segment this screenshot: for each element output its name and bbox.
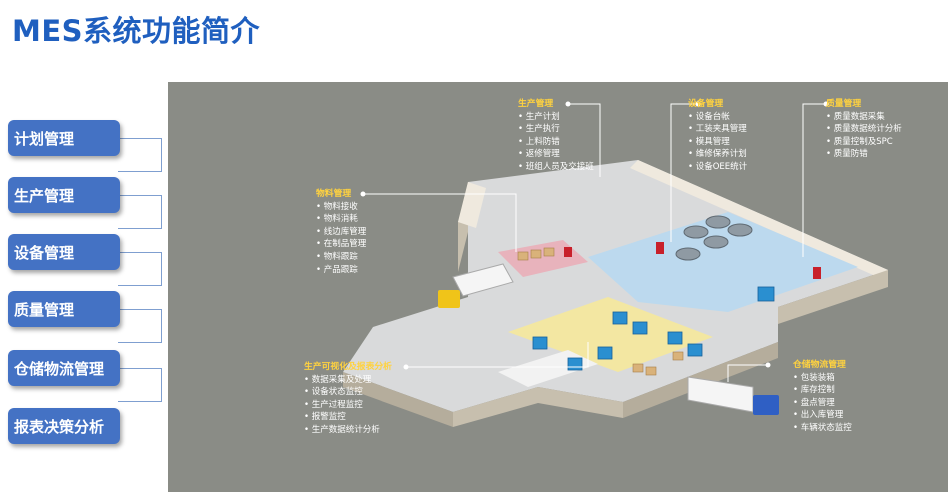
module-production: 生产管理 生产计划 生产执行 上料防错 返修管理 班组人员及交接班: [518, 98, 594, 174]
module-warehouse: 仓储物流管理 包装装箱 库存控制 盘点管理 出入库管理 车辆状态监控: [793, 359, 852, 435]
module-title: 生产可视化及报表分析: [304, 362, 392, 372]
module-item: 包装装箱: [793, 372, 852, 385]
module-item: 班组人员及交接班: [518, 161, 594, 174]
sidebar: 计划管理 生产管理 设备管理 质量管理 仓储物流管理 报表决策分析: [8, 120, 162, 460]
bracket-line: [118, 195, 162, 229]
module-title: 生产管理: [518, 99, 554, 109]
module-item: 维修保养计划: [688, 148, 747, 161]
truck-left: [438, 263, 514, 308]
sidebar-item-report[interactable]: 报表决策分析: [8, 408, 162, 444]
callout-lines: [363, 103, 826, 382]
module-item: 生产数据统计分析: [304, 424, 392, 437]
module-item: 生产计划: [518, 111, 594, 124]
storage-tanks: [675, 215, 753, 261]
sidebar-item-warehouse[interactable]: 仓储物流管理: [8, 350, 162, 402]
module-quality: 质量管理 质量数据采集 质量数据统计分析 质量控制及SPC 质量防错: [826, 98, 902, 161]
assembly-zone: [508, 297, 713, 372]
module-item: 物料接收: [316, 201, 366, 214]
truck-right: [687, 376, 779, 415]
module-item: 报警监控: [304, 411, 392, 424]
sidebar-item-production[interactable]: 生产管理: [8, 177, 162, 229]
bracket-line: [118, 368, 162, 402]
module-item: 质量数据统计分析: [826, 123, 902, 136]
module-item: 质量数据采集: [826, 111, 902, 124]
sidebar-item-equipment[interactable]: 设备管理: [8, 234, 162, 286]
sidebar-item-plan[interactable]: 计划管理: [8, 120, 162, 172]
module-item: 出入库管理: [793, 409, 852, 422]
sidebar-item-quality[interactable]: 质量管理: [8, 291, 162, 343]
module-item: 生产过程监控: [304, 399, 392, 412]
module-item: 车辆状态监控: [793, 422, 852, 435]
warehouse-button[interactable]: 仓储物流管理: [8, 350, 120, 386]
module-item: 返修管理: [518, 148, 594, 161]
bracket-line: [118, 252, 162, 286]
module-item: 盘点管理: [793, 397, 852, 410]
factory-illustration: [343, 101, 888, 427]
module-item: 工装夹具管理: [688, 123, 747, 136]
bracket-line: [118, 309, 162, 343]
module-visual: 生产可视化及报表分析 数据采集及处理 设备状态监控 生产过程监控 报警监控 生产…: [304, 361, 392, 437]
module-item: 物料消耗: [316, 213, 366, 226]
module-item: 质量控制及SPC: [826, 136, 902, 149]
bracket-line: [118, 138, 162, 172]
report-button[interactable]: 报表决策分析: [8, 408, 120, 444]
equipment-button[interactable]: 设备管理: [8, 234, 120, 270]
callout-dots: [360, 101, 829, 370]
pallets: [517, 247, 684, 376]
module-material: 物料管理 物料接收 物料消耗 线边库管理 在制品管理 物料跟踪 产品跟踪: [316, 188, 366, 276]
robots: [564, 242, 821, 279]
module-item: 在制品管理: [316, 238, 367, 251]
module-item: 生产执行: [518, 123, 594, 136]
module-item: 库存控制: [793, 384, 852, 397]
factory-wall: [630, 160, 888, 278]
module-item: 上料防错: [518, 136, 594, 149]
production-zone: [588, 212, 858, 312]
factory-diagram: 生产管理 生产计划 生产执行 上料防错 返修管理 班组人员及交接班 设备管理 设…: [168, 82, 948, 492]
quality-button[interactable]: 质量管理: [8, 291, 120, 327]
module-item: 物料跟踪: [316, 251, 366, 264]
module-title: 物料管理: [316, 189, 352, 199]
module-equipment: 设备管理 设备台帐 工装夹具管理 模具管理 维修保养计划 设备OEE统计: [688, 98, 747, 174]
module-item: 设备状态监控: [304, 386, 392, 399]
factory-wall: [778, 270, 888, 324]
module-item: 设备OEE统计: [688, 161, 747, 174]
module-item: 数据采集及处理: [304, 374, 392, 387]
module-item: 模具管理: [688, 136, 747, 149]
page-title: MES系统功能简介: [12, 14, 261, 48]
module-item: 质量防错: [826, 148, 902, 161]
plan-button[interactable]: 计划管理: [8, 120, 120, 156]
module-item: 设备台帐: [688, 111, 747, 124]
module-title: 质量管理: [826, 99, 862, 109]
factory-wall: [453, 387, 623, 427]
module-item: 线边库管理: [316, 226, 367, 239]
machines: [532, 286, 775, 371]
module-item: 产品跟踪: [316, 264, 366, 277]
module-title: 仓储物流管理: [793, 360, 846, 370]
module-title: 设备管理: [688, 99, 724, 109]
production-button[interactable]: 生产管理: [8, 177, 120, 213]
